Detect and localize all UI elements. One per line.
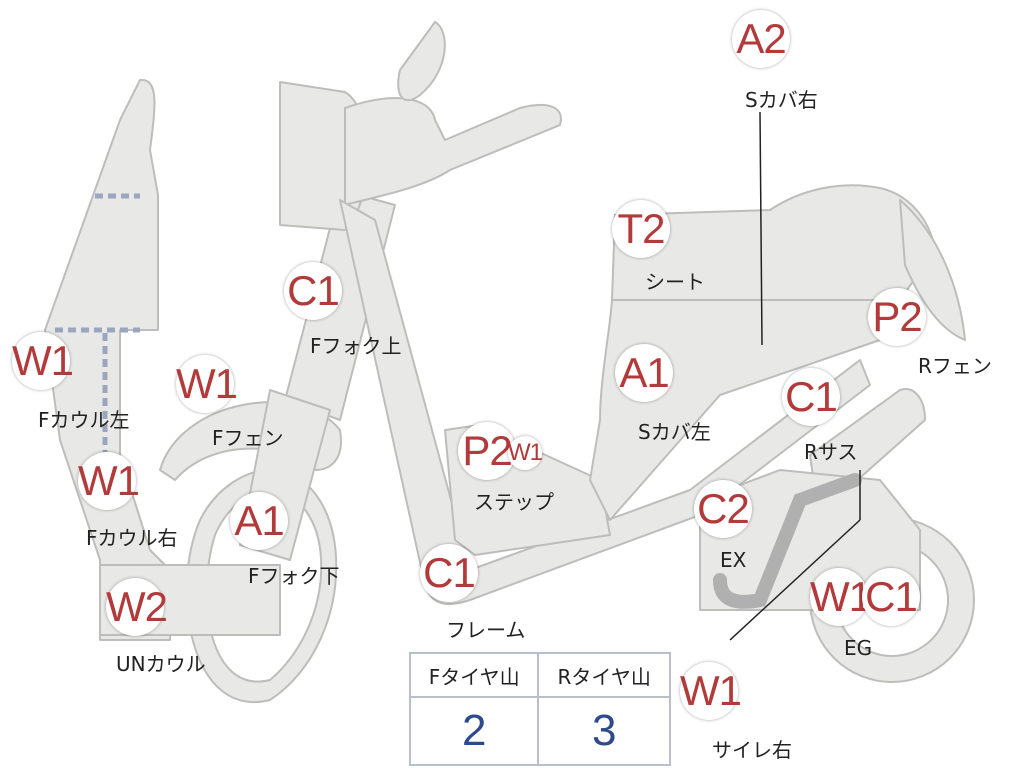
label-front-fork-lower: Fフォク下 bbox=[248, 564, 340, 588]
exhaust-pipe-shape bbox=[713, 473, 862, 609]
code-badge-c2-exhaust: C2 bbox=[694, 480, 752, 538]
code-badge-w1-step: W1 bbox=[508, 436, 543, 470]
label-front-cowl-left: Fカウル左 bbox=[38, 408, 130, 432]
handlebar-shape bbox=[344, 97, 562, 206]
label-side-cover-right: Sカバ右 bbox=[745, 88, 818, 112]
table-value-row: 2 3 bbox=[408, 696, 671, 766]
table-header-row: Fタイヤ山 Rタイヤ山 bbox=[408, 652, 671, 698]
code-badge-c1-frame: C1 bbox=[420, 544, 478, 602]
label-side-cover-left: Sカバ左 bbox=[638, 420, 711, 444]
label-front-fender: Fフェン bbox=[212, 426, 284, 450]
label-step: ステップ bbox=[474, 490, 554, 514]
label-rear-fender: Rフェン bbox=[918, 354, 992, 378]
code-badge-c1-fork-upper: C1 bbox=[284, 262, 342, 320]
code-badge-w1-cowl-left: W1 bbox=[12, 332, 74, 390]
label-under-cowl: UNカウル bbox=[116, 652, 206, 676]
code-badge-c1-engine: C1 bbox=[862, 568, 920, 626]
code-badge-w1-silencer: W1 bbox=[680, 662, 742, 720]
value-rear-tire: 3 bbox=[537, 696, 671, 766]
header-front-tire: Fタイヤ山 bbox=[408, 652, 540, 698]
mirror-shape bbox=[397, 21, 446, 102]
code-badge-w1-fender: W1 bbox=[176, 355, 238, 413]
rear-fender-shape bbox=[899, 199, 966, 341]
label-frame: フレーム bbox=[446, 618, 526, 642]
code-badge-a1-fork-lower: A1 bbox=[230, 492, 288, 550]
code-badge-w1-cowl-right: W1 bbox=[78, 452, 140, 510]
value-front-tire: 2 bbox=[408, 696, 540, 766]
code-badge-w1-engine: W1 bbox=[810, 568, 872, 626]
label-rear-suspension: Rサス bbox=[804, 440, 858, 464]
code-badge-c1-rear-sus: C1 bbox=[782, 368, 840, 426]
tire-tread-table: Fタイヤ山 Rタイヤ山 2 3 bbox=[408, 652, 671, 766]
label-silencer-right: サイレ右 bbox=[712, 738, 792, 762]
code-badge-w2-under-cowl: W2 bbox=[106, 578, 168, 636]
label-seat: シート bbox=[645, 270, 705, 294]
code-badge-t2: T2 bbox=[612, 200, 670, 258]
code-badge-a1-cover-left: A1 bbox=[615, 344, 673, 402]
label-front-cowl-right: Fカウル右 bbox=[86, 526, 178, 550]
code-badge-a2: A2 bbox=[732, 10, 790, 68]
label-exhaust: EX bbox=[720, 548, 747, 572]
rear-suspension-shape bbox=[809, 388, 926, 501]
code-badge-p2-step: P2 bbox=[458, 422, 516, 480]
label-front-fork-upper: Fフォク上 bbox=[310, 334, 402, 358]
header-rear-tire: Rタイヤ山 bbox=[537, 652, 671, 698]
label-engine: EG bbox=[844, 636, 873, 660]
code-badge-p2-rear-fender: P2 bbox=[868, 288, 926, 346]
